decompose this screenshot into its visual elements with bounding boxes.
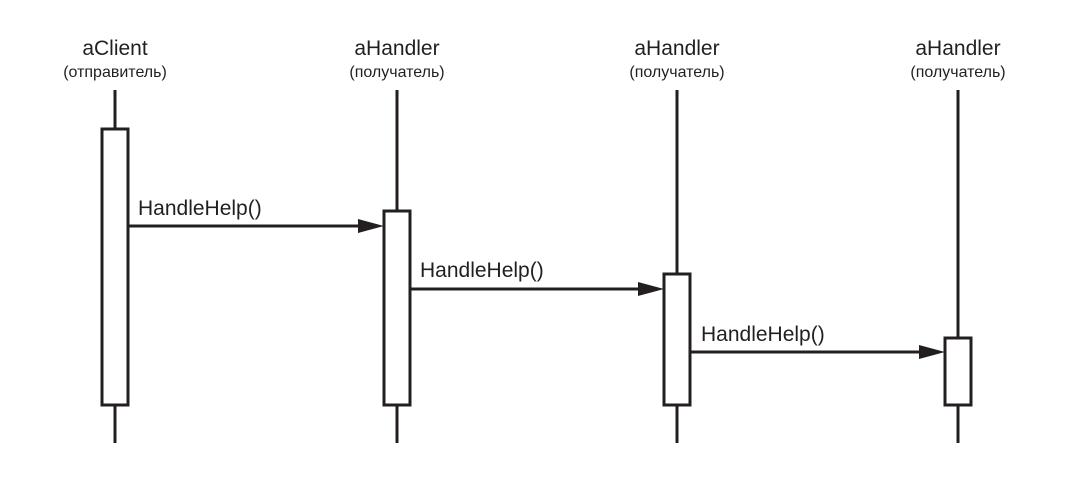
lifeline-ahandler-2: aHandler (получатель) <box>629 37 725 443</box>
lifeline-name: aHandler <box>915 37 1000 60</box>
activation-box <box>943 336 973 407</box>
lifeline-role: (получатель) <box>349 64 444 81</box>
arrowhead-icon <box>919 345 945 359</box>
activation-box <box>382 209 412 407</box>
lifeline-name: aClient <box>82 37 148 60</box>
message-label: HandleHelp() <box>138 197 262 220</box>
lifeline-name: aHandler <box>354 37 439 60</box>
lifeline-ahandler-3: aHandler (получатель) <box>910 37 1006 443</box>
message-label: HandleHelp() <box>701 323 825 346</box>
message-handlehelp-3: HandleHelp() <box>690 323 945 359</box>
lifeline-ahandler-1: aHandler (получатель) <box>349 37 445 443</box>
lifeline-name: aHandler <box>634 37 719 60</box>
lifeline-role: (получатель) <box>629 64 724 81</box>
message-handlehelp-1: HandleHelp() <box>128 197 384 233</box>
lifeline-role: (отправитель) <box>63 64 167 81</box>
activation-box <box>662 272 692 407</box>
arrowhead-icon <box>638 282 664 296</box>
lifeline-role: (получатель) <box>910 64 1005 81</box>
message-label: HandleHelp() <box>420 259 544 282</box>
message-handlehelp-2: HandleHelp() <box>410 259 664 296</box>
activation-box <box>100 127 130 407</box>
arrowhead-icon <box>358 219 384 233</box>
lifeline-aclient: aClient (отправитель) <box>63 37 167 443</box>
